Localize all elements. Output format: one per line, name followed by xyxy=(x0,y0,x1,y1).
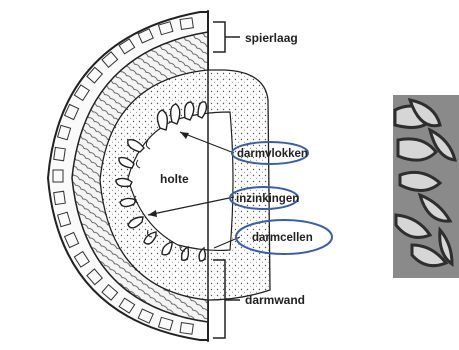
label-spierlaag: spierlaag xyxy=(245,31,298,45)
villi-micrograph xyxy=(393,95,459,278)
label-darmvlokken: darmvlokken xyxy=(237,148,308,160)
spierlaag-bracket xyxy=(213,22,240,52)
label-darmwand: darmwand xyxy=(245,293,305,307)
label-inzinkingen: inzinkingen xyxy=(236,193,299,205)
label-holte: holte xyxy=(160,172,189,186)
label-darmcellen: darmcellen xyxy=(252,232,313,244)
